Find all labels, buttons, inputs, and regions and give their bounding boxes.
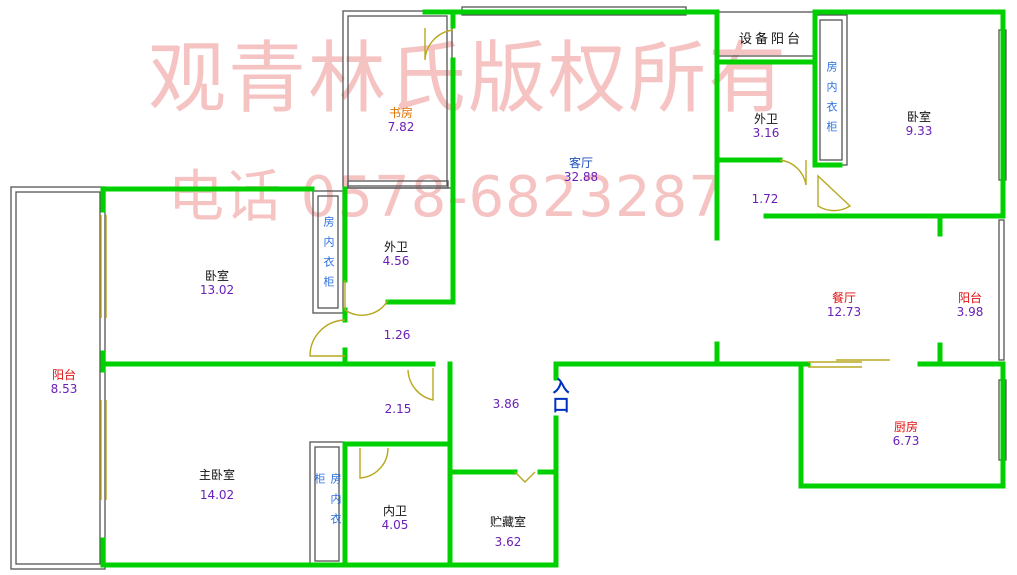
- room-balcony-left-name: 阳台: [51, 368, 76, 382]
- study-inner-outline: [347, 15, 448, 187]
- room-bedroom-tr-name: 卧室: [906, 110, 931, 124]
- door-bedroom-low: [407, 368, 434, 401]
- room-bath-top: 外卫 3.16: [753, 112, 780, 140]
- study-window: [347, 180, 449, 189]
- room-living-name: 客厅: [568, 156, 594, 170]
- room-bath-inner-area: 4.05: [381, 518, 409, 532]
- room-balcony-right-area: 3.98: [956, 305, 984, 319]
- room-bath-mid-area: 4.56: [382, 254, 410, 268]
- room-balcony-left: 阳台 8.53: [51, 368, 78, 396]
- walls: [100, 9, 1006, 568]
- room-master-area: 14.02: [199, 488, 235, 502]
- room-bath-inner-name: 内卫: [382, 504, 407, 518]
- entrance-label: 入口: [548, 377, 569, 415]
- door-bath-inner: [359, 447, 389, 479]
- room-storage-area: 3.62: [494, 535, 522, 549]
- room-bath-mid-name: 外卫: [383, 240, 408, 254]
- hall-tr-area: 1.72: [751, 192, 779, 206]
- balcony-right-outline: [998, 219, 1005, 361]
- room-master-name: 主卧室: [198, 468, 236, 482]
- doors: [309, 28, 852, 483]
- closet-right-label: 房内衣柜: [825, 61, 838, 141]
- hall-entry-area: 3.86: [492, 397, 520, 411]
- hall-mid-area: 1.26: [383, 328, 411, 342]
- room-study-area: 7.82: [387, 120, 415, 134]
- balcony-left-outline: [10, 186, 106, 570]
- room-kitchen: 厨房 6.73: [893, 420, 920, 448]
- room-dining: 餐厅 12.73: [827, 291, 861, 319]
- balcony-left-inner-outline: [15, 191, 101, 565]
- room-bedroom-left: 卧室 13.02: [200, 269, 234, 297]
- room-living: 客厅 32.88: [564, 156, 598, 184]
- room-storage-name: 贮藏室: [489, 515, 527, 529]
- room-storage: 贮藏室 3.62: [490, 515, 526, 549]
- door-bath-mid: [344, 280, 389, 316]
- closet-left-label: 房内衣柜: [322, 216, 335, 296]
- door-study: [424, 28, 454, 61]
- room-kitchen-area: 6.73: [892, 434, 920, 448]
- windows-left: [100, 215, 890, 500]
- room-bath-top-area: 3.16: [752, 126, 780, 140]
- closet-master-label: 房内衣柜: [313, 473, 342, 533]
- room-bedroom-tr: 卧室 9.33: [906, 110, 933, 138]
- room-study: 书房 7.82: [388, 106, 415, 134]
- room-balcony-right: 阳台 3.98: [957, 291, 984, 319]
- room-bath-inner: 内卫 4.05: [382, 504, 409, 532]
- room-bath-mid: 外卫 4.56: [383, 240, 410, 268]
- room-master: 主卧室 14.02: [199, 468, 235, 502]
- room-study-name: 书房: [388, 106, 413, 120]
- room-bedroom-tr-area: 9.33: [905, 124, 933, 138]
- hall-low-area: 2.15: [384, 402, 412, 416]
- room-bath-top-name: 外卫: [753, 112, 778, 126]
- room-kitchen-name: 厨房: [893, 420, 918, 434]
- door-bedroom-tr: [817, 174, 852, 212]
- room-living-area: 32.88: [563, 170, 599, 184]
- equipment-balcony-label: 设备阳台: [738, 32, 804, 47]
- door-bath-top: [779, 159, 807, 186]
- room-dining-area: 12.73: [826, 305, 862, 319]
- room-bedroom-left-area: 13.02: [199, 283, 235, 297]
- door-hall-mid: [309, 319, 346, 357]
- room-balcony-left-area: 8.53: [50, 382, 78, 396]
- room-balcony-right-name: 阳台: [957, 291, 982, 305]
- door-storage: [514, 471, 536, 483]
- room-bedroom-left-name: 卧室: [204, 269, 230, 283]
- room-dining-name: 餐厅: [831, 291, 857, 305]
